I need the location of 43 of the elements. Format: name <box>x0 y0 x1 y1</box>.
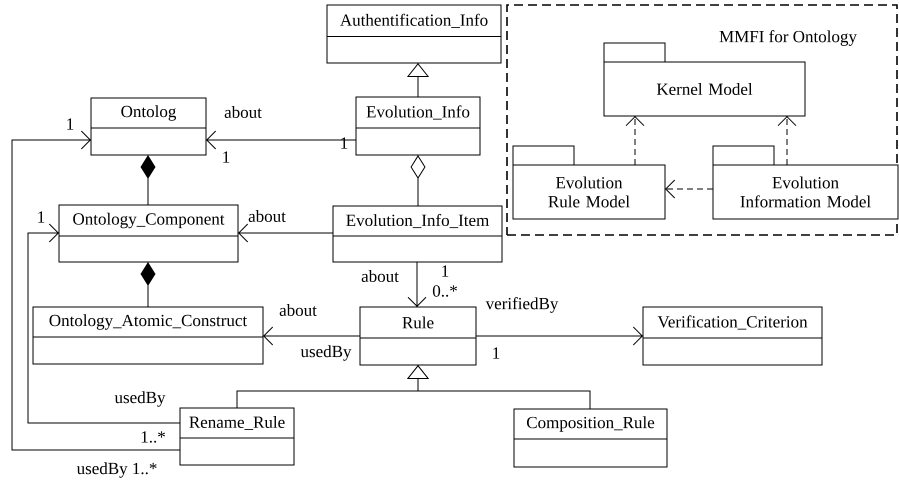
multiplicity-label: 1 <box>67 118 74 130</box>
association-arrow <box>206 130 356 150</box>
class-box: Ontolog <box>90 98 206 156</box>
class-box: Ontology_Component <box>58 204 238 262</box>
aggregation-line <box>410 155 426 206</box>
class-box: Evolution_Info_Item <box>332 206 502 262</box>
association-arrow <box>408 262 426 307</box>
package-box: Kernel Model <box>604 42 806 116</box>
association-arrow <box>263 326 360 346</box>
multiplicity-label: 0..* <box>432 285 457 297</box>
multiplicity-label: 1..* <box>142 431 165 443</box>
role-label: about <box>280 304 317 316</box>
association-arrow <box>28 224 180 424</box>
composition-line <box>140 262 156 308</box>
multiplicity-label: 1 <box>38 211 44 223</box>
role-label: usedBy <box>114 391 166 407</box>
multiplicity-label: 1 <box>493 347 500 359</box>
dependency-arrow <box>626 116 644 166</box>
multiplicity-label: 1 <box>223 151 230 163</box>
package-box: Evolution Information Model <box>712 146 898 220</box>
composition-line <box>140 155 156 206</box>
dependency-arrow <box>665 180 714 198</box>
role-label: usedBy <box>300 345 352 361</box>
role-label: about <box>224 106 262 118</box>
role-label: usedBy 1..* <box>76 462 157 478</box>
multiplicity-label: 1 <box>442 265 448 277</box>
association-arrow <box>476 326 643 346</box>
role-label: about <box>362 270 399 282</box>
dependency-arrow <box>778 116 796 166</box>
generalization-arrow <box>406 365 590 410</box>
class-box: Ontology_Atomic_Construct <box>32 306 264 364</box>
package-box: Evolution Rule Model <box>512 146 666 220</box>
class-box: Verification_Criterion <box>642 306 822 366</box>
association-arrow <box>12 130 180 450</box>
role-label: verifiedBy <box>486 297 558 313</box>
class-box: Authentification_Info <box>326 4 502 64</box>
class-box: Evolution_Info <box>356 96 480 156</box>
role-label: about <box>248 210 286 222</box>
node-label: Evolution Information Model <box>740 176 871 208</box>
class-box: Rule <box>360 306 476 366</box>
class-box: Rename_Rule <box>180 408 294 466</box>
association-arrow <box>238 224 334 242</box>
class-box: Composition_Rule <box>514 408 668 468</box>
